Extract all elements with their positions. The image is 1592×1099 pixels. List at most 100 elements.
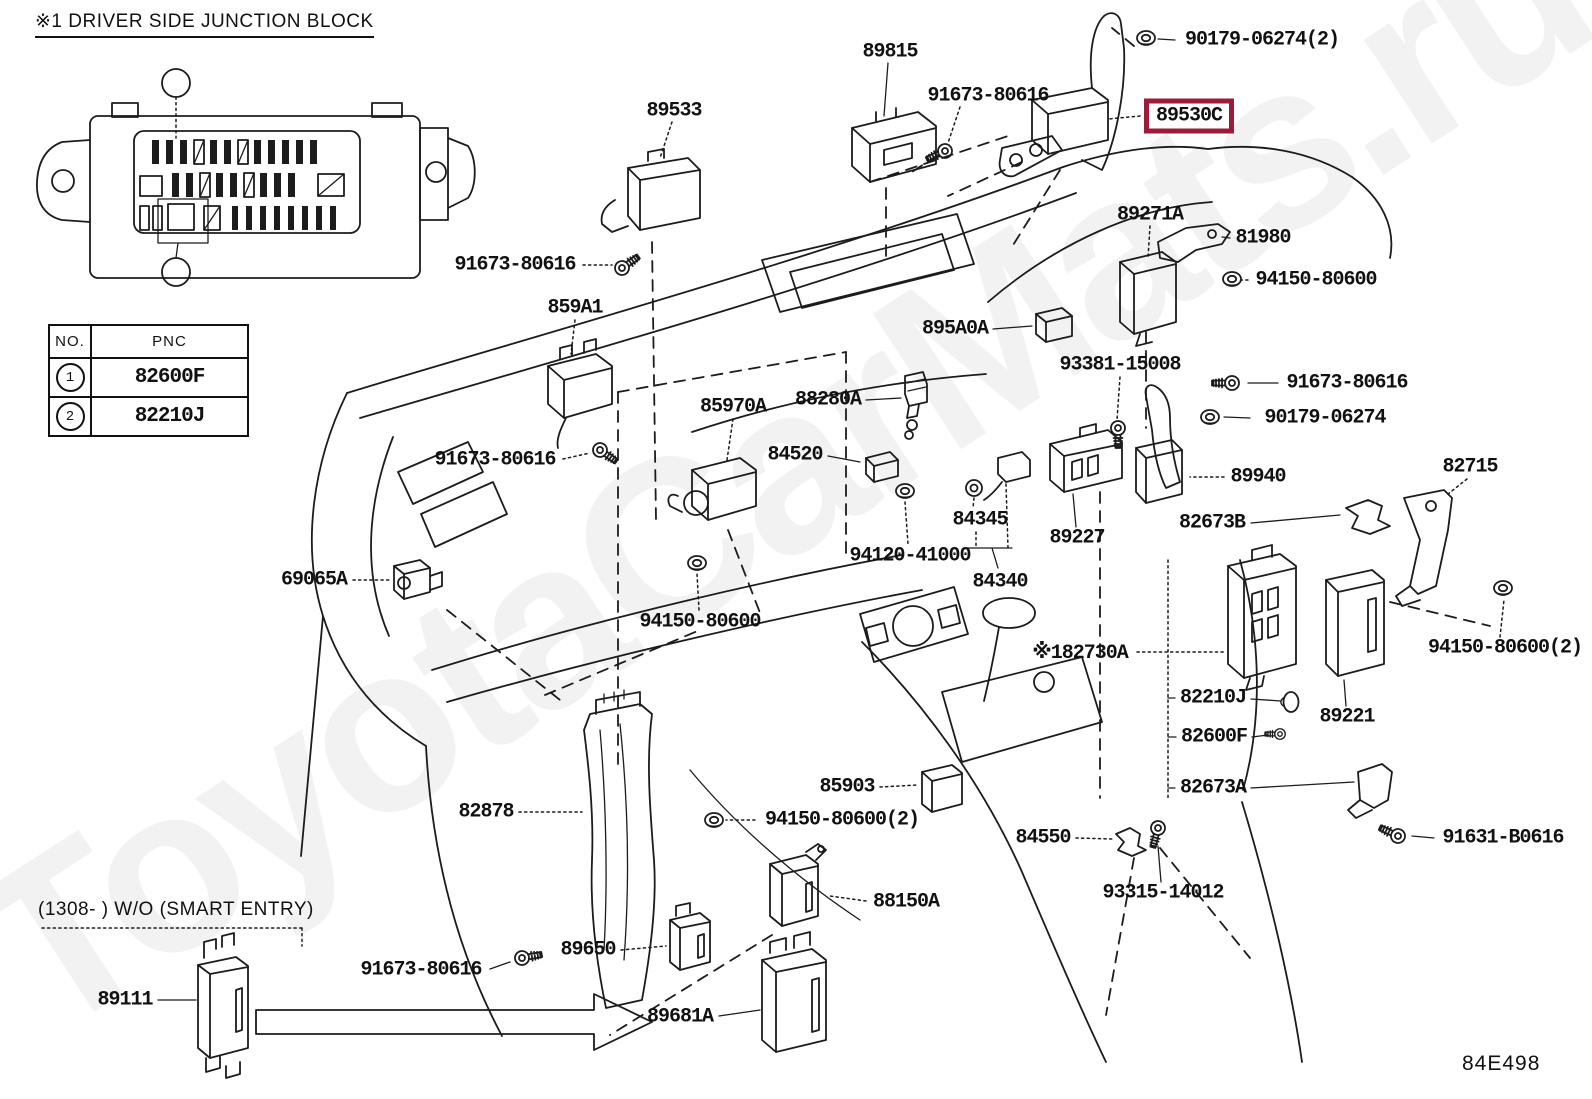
part-label-88150a: 88150A [872, 890, 940, 914]
part-89815 [851, 107, 937, 183]
part-85970a [667, 457, 757, 521]
part-label-89227: 89227 [1049, 526, 1105, 550]
part-85903 [921, 764, 963, 813]
callout-2: 2 [171, 266, 180, 283]
part-84550 [1115, 827, 1147, 857]
part-label-90179-06274-2qty: 90179-06274(2) [1184, 28, 1340, 52]
part-label-84520: 84520 [767, 443, 823, 467]
page-title: ※1 DRIVER SIDE JUNCTION BLOCK [35, 10, 374, 38]
nut-90179-06274-top [1136, 30, 1156, 46]
part-label-82730a: ※182730A [1032, 642, 1128, 665]
part-89681a [761, 931, 827, 1053]
nut-90179-06274-right [1200, 409, 1220, 425]
part-label-91673-80616-3: 91673-80616 [1286, 371, 1408, 395]
nut-94150-80600-right [1222, 271, 1242, 287]
part-84520 [865, 451, 899, 483]
part-label-94150-80600-2qty-mid: 94150-80600(2) [764, 808, 920, 832]
leader-lines [157, 38, 1505, 1017]
part-82730a [1227, 544, 1297, 691]
part-89650 [669, 902, 711, 971]
part-89227 [1049, 423, 1123, 493]
part-89530c-module [998, 12, 1126, 178]
dashboard-sketch [300, 27, 1491, 1063]
part-label-93381-15008: 93381-15008 [1059, 353, 1181, 377]
nut-94150-80600-mid2 [704, 812, 724, 828]
part-label-82673b: 82673B [1178, 511, 1246, 535]
screw-91631-b0616 [1376, 820, 1409, 847]
part-859a1 [547, 338, 613, 449]
screw-91673-80616-2 [611, 249, 644, 279]
part-label-82715: 82715 [1442, 455, 1498, 479]
part-label-91673-80616-4: 91673-80616 [434, 448, 556, 472]
part-label-81980: 81980 [1235, 226, 1291, 250]
pnc-table-row-1: 1 82600F [50, 357, 247, 396]
pnc-table-header-pnc: PNC [152, 333, 187, 350]
smart-entry-note: (1308- ) W/O (SMART ENTRY) [38, 899, 314, 920]
nut-94150-80600-mid [687, 555, 707, 571]
part-label-91673-80616-1: 91673-80616 [927, 84, 1049, 108]
part-label-895a0a: 895A0A [921, 317, 989, 341]
part-label-89650: 89650 [560, 938, 616, 962]
row-2-number: 2 [55, 402, 85, 431]
part-label-82878: 82878 [458, 800, 514, 824]
part-label-82210j: 82210J [1179, 686, 1247, 710]
part-label-93315-14012: 93315-14012 [1102, 881, 1224, 905]
callout-1: 1 [171, 77, 180, 94]
diagram-code: 84E498 [1462, 1052, 1541, 1075]
screw-91673-80616-bottom [512, 946, 544, 968]
part-895a0a [1035, 307, 1073, 343]
part-label-91673-80616-5: 91673-80616 [360, 958, 482, 982]
part-label-94150-80600-2qty-right: 94150-80600(2) [1427, 636, 1583, 660]
part-label-89681a: 89681A [646, 1005, 714, 1029]
junction-block-figure: 1 2 [36, 68, 476, 287]
part-82673b [1345, 499, 1391, 535]
part-label-88280a: 88280A [794, 388, 862, 412]
part-label-89111: 89111 [97, 988, 153, 1012]
part-label-84340: 84340 [972, 570, 1028, 594]
part-label-82600f: 82600F [1180, 725, 1248, 749]
part-label-82673a: 82673A [1179, 776, 1247, 800]
part-label-91631-b0616: 91631-B0616 [1442, 826, 1564, 850]
pnc-table-header-no: NO. [50, 326, 92, 357]
part-label-85903: 85903 [819, 775, 875, 799]
part-89533 [600, 148, 701, 233]
part-88150a [769, 843, 827, 927]
row-1-number: 1 [55, 363, 85, 392]
screw-91673-80616-right [1211, 375, 1240, 391]
part-89940 [1135, 384, 1183, 504]
part-label-85970a: 85970A [699, 395, 767, 419]
part-label-84550: 84550 [1015, 826, 1071, 850]
part-89271a [1119, 251, 1177, 347]
part-69065a [393, 559, 443, 600]
part-label-94120-41000: 94120-41000 [849, 544, 971, 568]
screw-82600f [1264, 728, 1286, 740]
part-label-89815: 89815 [862, 40, 918, 64]
note-bracket [41, 927, 303, 947]
part-label-94150-80600-1: 94150-80600 [1255, 268, 1377, 292]
part-label-94150-80600-2: 94150-80600 [639, 610, 761, 634]
part-label-89530c-highlighted[interactable]: 89530C [1143, 98, 1235, 134]
screw-91673-80616-3 [589, 439, 622, 469]
replacement-arrow [255, 993, 653, 1051]
part-82673a [1347, 763, 1393, 819]
part-88280a [904, 371, 928, 440]
nut-94150-80600-far-right [1493, 580, 1513, 596]
part-89221 [1325, 569, 1385, 677]
part-label-69065a: 69065A [280, 568, 348, 592]
pnc-table-row-2: 2 82210J [50, 396, 247, 435]
part-84345 [965, 451, 1031, 501]
part-label-90179-06274: 90179-06274 [1264, 406, 1386, 430]
nut-94120-41000 [895, 483, 915, 499]
part-label-89271a: 89271A [1116, 203, 1184, 227]
part-81980 [1157, 223, 1231, 263]
screw-93315-14012 [1145, 818, 1168, 851]
part-label-89940: 89940 [1230, 465, 1286, 489]
row-1-pnc: 82600F [134, 366, 206, 389]
screw-91673-80616-top [923, 140, 956, 167]
part-89111 [197, 932, 249, 1079]
part-label-859a1: 859A1 [547, 296, 603, 320]
row-2-pnc: 82210J [134, 405, 206, 428]
part-label-84345: 84345 [952, 508, 1008, 532]
grommet-82210j [1279, 691, 1300, 713]
